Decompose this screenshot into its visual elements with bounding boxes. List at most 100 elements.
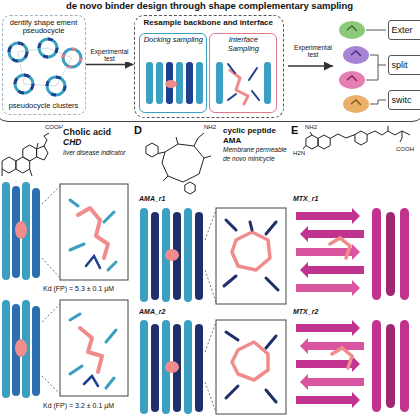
protein-cartoon (42, 304, 60, 394)
annotation-text: Kd (FP) = 3.2 ± 0.1 µM (42, 402, 115, 410)
protein-cartoon (15, 221, 27, 239)
box-heading: Docking sampling (143, 36, 203, 45)
annotation-text: Kd (FP) = 5.3 ± 0.1 µM (42, 285, 115, 293)
cholic-acid-structure (44, 133, 49, 146)
panel-letter: E (290, 124, 299, 137)
annotation-text: Membrane permeable (222, 146, 288, 153)
methotrexate-structure (330, 134, 355, 139)
box-heading: Resample backbone and interface (138, 18, 280, 27)
cholic-acid-structure (2, 133, 49, 176)
cholic-acid-structure (37, 146, 48, 160)
protein-cartoon (386, 324, 395, 408)
protein-cartoon (232, 232, 270, 270)
pseudocycle-illustration (9, 43, 27, 61)
application-box: Exter (388, 20, 420, 40)
docking-illustration (196, 62, 203, 104)
protein-cartoon (400, 208, 409, 300)
binding-site-inset (60, 184, 128, 280)
protein-cartoon (232, 342, 268, 380)
docking-illustration (176, 62, 183, 104)
binding-site-inset (60, 300, 128, 396)
application-box: split (388, 55, 420, 75)
methotrexate-structure (318, 135, 330, 149)
docking-illustration (156, 62, 163, 104)
annotation-text: liver disease indicator (62, 149, 127, 156)
protein-cartoon (330, 238, 350, 258)
annotation-text: MTX_r1 (292, 195, 319, 203)
process-arrow (288, 65, 333, 67)
arrow-label: Experimental test (289, 44, 337, 59)
docking-illustration (146, 62, 153, 104)
annotation-text: H2N (292, 150, 306, 157)
binder-icons (347, 26, 357, 31)
stage-box: Resample backbone and interfaceDocking s… (134, 15, 284, 118)
box-heading: Exter (392, 25, 413, 35)
sampling-box: Interface Sampling (209, 33, 277, 113)
panel-letter: D (133, 124, 143, 137)
box-heading: dentify shape ement pseudocycle (6, 19, 82, 36)
protein-cartoon (296, 208, 409, 300)
protein-cartoon (32, 306, 40, 396)
protein-cartoon (2, 300, 60, 398)
annotation-text: CHD (62, 138, 82, 148)
annotation-text: NH2 (304, 124, 318, 131)
methotrexate-structure (388, 126, 402, 142)
protein-cartoon (296, 392, 360, 408)
protein-cartoon (400, 320, 409, 412)
protein-cartoon (15, 339, 27, 357)
binder-icons (343, 46, 369, 64)
protein-cartoon (205, 210, 216, 302)
protein-cartoon (2, 182, 10, 280)
interface-illustration (228, 64, 259, 100)
protein-cartoon (216, 320, 286, 414)
stage-box: dentify shape ement pseudocycle pseudocyc… (2, 15, 86, 115)
binding-site-inset (78, 208, 108, 258)
pseudocycle-illustration (63, 49, 81, 67)
protein-cartoon (300, 226, 364, 242)
protein-cartoon (386, 212, 395, 296)
binder-icons (351, 51, 361, 56)
cyclic-peptide-structure (163, 137, 211, 181)
annotation-text: de novo minicycle (222, 155, 276, 162)
cholic-acid-structure (23, 145, 37, 161)
interface-illustration (230, 70, 248, 104)
sampling-box: Docking sampling (139, 33, 207, 113)
protein-cartoon (300, 374, 364, 390)
pseudocycle-illustration (47, 77, 65, 95)
protein-cartoon (32, 188, 40, 278)
protein-cartoon (184, 208, 192, 302)
docking-illustration (186, 62, 193, 104)
box-heading: split (392, 60, 408, 70)
protein-cartoon (296, 320, 409, 412)
annotation-text: MTX_r2 (292, 308, 319, 316)
binder-icons (343, 95, 369, 113)
binder-icons (339, 21, 365, 39)
methotrexate-structure (306, 135, 318, 149)
protein-cartoon (140, 320, 148, 414)
protein-cartoon (372, 320, 381, 412)
pseudocycle-illustration (63, 49, 81, 67)
cholic-acid-structure (2, 157, 16, 173)
box-heading: Interface Sampling (213, 36, 273, 53)
protein-cartoon (372, 208, 381, 300)
protein-cartoon (165, 249, 179, 261)
interface-illustration (264, 62, 271, 104)
protein-cartoon (2, 300, 10, 398)
protein-cartoon (140, 320, 286, 414)
box-caption: pseudocycle clusters (6, 102, 82, 111)
methotrexate-structure (355, 131, 367, 145)
cyclic-peptide-structure (146, 133, 211, 194)
protein-cartoon (216, 208, 286, 304)
pipeline-panel: de novo binder design through shape comp… (0, 0, 420, 122)
box-heading: switc (392, 95, 412, 105)
pseudocycle-illustration (15, 75, 33, 93)
protein-cartoon (296, 320, 360, 336)
application-box: switc (388, 90, 420, 110)
binding-site-inset (70, 314, 116, 388)
binder-icons (351, 100, 361, 105)
process-arrow (86, 64, 134, 66)
protein-cartoon (140, 208, 148, 302)
arrow-label: Experimental test (87, 48, 133, 63)
binder-icons (339, 21, 369, 113)
annotation-text: AMA_r2 (138, 308, 166, 316)
